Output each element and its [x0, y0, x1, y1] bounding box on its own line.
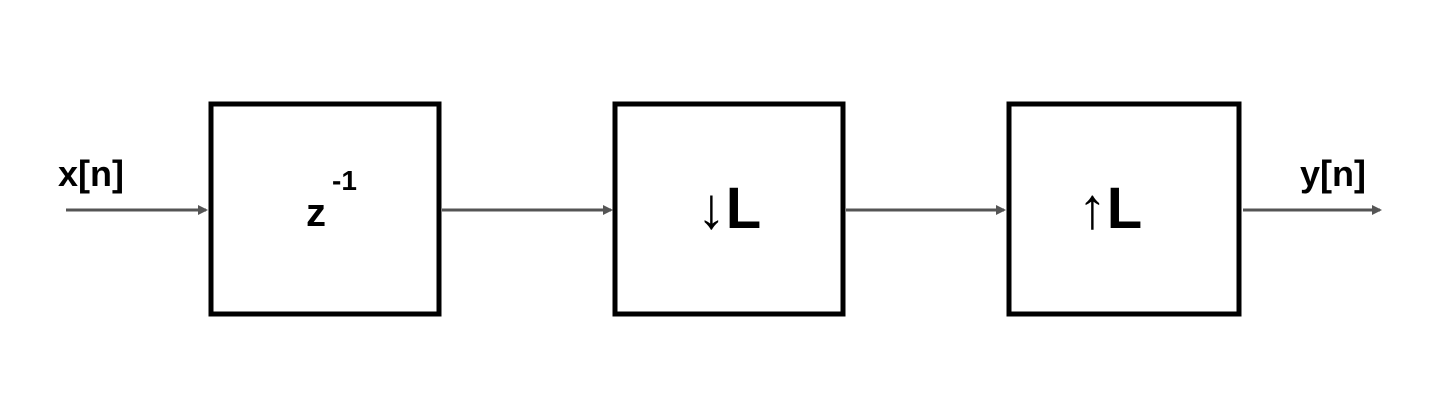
downsampler-label: ↓L	[697, 176, 761, 241]
delay-exponent: -1	[332, 165, 357, 196]
delay-symbol: z	[306, 191, 326, 235]
downsampler-block: ↓L	[612, 101, 846, 317]
upsampler-label: ↑L	[1078, 176, 1142, 241]
output-signal-label: y[n]	[1300, 153, 1366, 194]
input-signal-label: x[n]	[58, 153, 124, 194]
delay-block: z-1	[208, 101, 442, 317]
upsampler-block: ↑L	[1006, 101, 1242, 317]
delay-block-label: z-1	[306, 165, 357, 235]
